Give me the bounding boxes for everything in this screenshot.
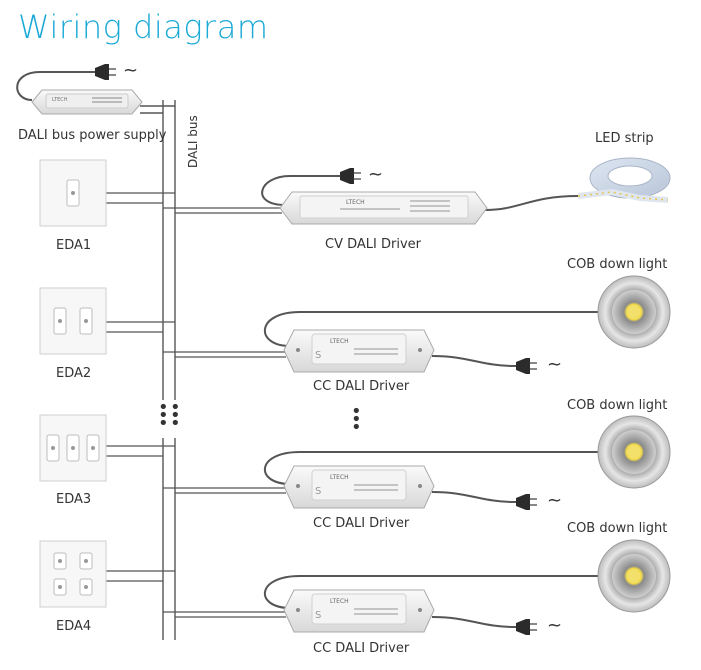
driver-label-cv: CV DALI Driver [325,237,421,252]
svg-text:LTECH: LTECH [330,598,349,605]
cob-down-light [597,539,671,613]
svg-text:LTECH: LTECH [52,97,68,103]
svg-text:LTECH: LTECH [330,338,349,345]
svg-text:LTECH: LTECH [330,474,349,481]
load-label-led-strip: LED strip [595,131,654,146]
svg-text:LTECH: LTECH [346,199,365,206]
continuation-dots: ••• [351,401,362,438]
eda1-panel [39,159,107,227]
ac-symbol: ~ [547,490,563,511]
plug-icon [516,494,537,510]
svg-text:S: S [315,610,321,621]
load-label-cob-1: COB down light [567,257,668,272]
cc-driver-device: LTECH S [283,589,435,633]
plug-icon [95,64,116,80]
driver-label-cc-2: CC DALI Driver [313,516,410,531]
cob-down-light [597,415,671,489]
eda4-panel [39,540,107,608]
ac-symbol: ~ [368,164,384,185]
power-cables [16,71,600,628]
power-supply-device: LTECH [31,89,143,115]
driver-label-cc-3: CC DALI Driver [313,641,410,656]
switch-label-eda2: EDA2 [56,366,92,381]
driver-label-cc-1: CC DALI Driver [313,379,410,394]
load-label-cob-2: COB down light [567,398,668,413]
svg-text:S: S [315,486,321,497]
continuation-dots: ••• [158,397,169,434]
driver-bus-wiring [163,207,286,618]
cob-down-light [597,275,671,349]
cc-driver-device: LTECH S [283,465,435,509]
load-label-cob-3: COB down light [567,521,668,536]
eda3-panel [39,414,107,482]
led-strip-reel [577,157,671,203]
power-supply-label: DALI bus power supply [18,128,167,143]
switch-label-eda1: EDA1 [56,238,92,253]
switch-label-eda3: EDA3 [56,492,92,507]
page-title: Wiring diagram [18,8,269,46]
plug-icon [340,168,361,184]
ac-symbol: ~ [547,615,563,636]
plug-icon [516,619,537,635]
plug-icons [95,64,537,635]
ac-symbol: ~ [547,354,563,375]
cv-driver-device: LTECH [279,191,488,225]
switch-label-eda4: EDA4 [56,619,92,634]
switch-wiring [106,192,175,582]
svg-text:S: S [315,350,321,361]
ac-symbol: ~ [123,60,139,81]
cc-driver-device: LTECH S [283,329,435,373]
plug-icon [516,358,537,374]
continuation-dots: ••• [170,397,181,434]
dali-bus-label: DALI bus [186,115,200,168]
dali-bus-lines [140,100,176,640]
eda2-panel [39,287,107,355]
